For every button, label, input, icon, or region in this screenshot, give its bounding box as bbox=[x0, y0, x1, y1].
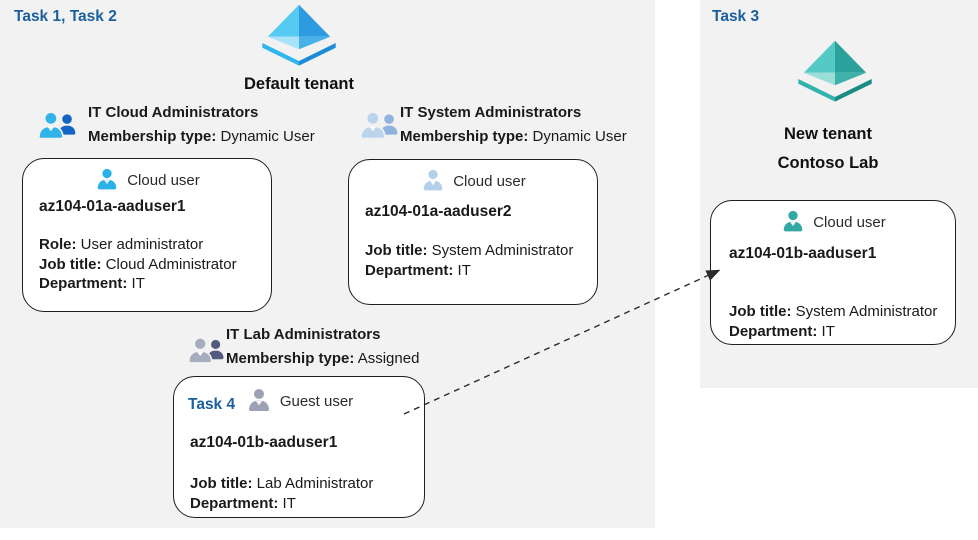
field-label: Department: bbox=[39, 275, 128, 292]
group-membership-system-admins: Membership type: Dynamic User bbox=[400, 128, 627, 145]
field-value: IT bbox=[131, 275, 145, 292]
user-card-new-tenant-aaduser1: Cloud user az104-01b-aaduser1 Job title:… bbox=[710, 200, 956, 345]
user-name: az104-01a-aaduser1 bbox=[39, 198, 186, 215]
task-4-label: Task 4 bbox=[188, 396, 236, 413]
new-tenant-label-line1: New tenant bbox=[783, 125, 872, 143]
user-name: az104-01a-aaduser2 bbox=[365, 203, 512, 220]
group-membership-lab-admins: Membership type: Assigned bbox=[226, 350, 419, 367]
user-type-label: Cloud user bbox=[127, 171, 200, 189]
task-1-2-label: Task 1, Task 2 bbox=[14, 8, 117, 25]
membership-value: Assigned bbox=[357, 350, 420, 367]
field-label: Department: bbox=[365, 261, 454, 279]
users-group-icon-cloud bbox=[38, 111, 76, 140]
group-name-system-admins: IT System Administrators bbox=[400, 104, 582, 121]
field-value: Cloud Administrator bbox=[105, 255, 237, 273]
cloud-user-icon bbox=[783, 210, 803, 232]
field-department: Department: IT bbox=[365, 261, 573, 281]
field-label: Job title: bbox=[729, 303, 792, 320]
field-job-title: Job title: System Administrator bbox=[365, 241, 573, 261]
field-label: Job title: bbox=[190, 475, 253, 492]
field-value: IT bbox=[821, 322, 835, 340]
membership-value: Dynamic User bbox=[220, 128, 315, 145]
user-name: az104-01b-aaduser1 bbox=[190, 434, 338, 451]
field-value: User administrator bbox=[80, 236, 204, 253]
user-type-label: Cloud user bbox=[453, 172, 526, 190]
membership-value: Dynamic User bbox=[532, 128, 627, 145]
field-value: IT bbox=[457, 261, 471, 279]
user-fields: Job title: System Administrator Departme… bbox=[365, 241, 573, 280]
user-fields: Role: User administrator Job title: Clou… bbox=[39, 235, 237, 294]
users-group-icon-lab bbox=[187, 336, 224, 364]
card-header: Cloud user bbox=[23, 167, 271, 193]
field-value: Lab Administrator bbox=[256, 475, 374, 492]
field-role: Role: User administrator bbox=[39, 235, 237, 255]
default-tenant-panel: Task 1, Task 2 Default tenant IT Cloud A… bbox=[0, 0, 655, 528]
cloud-user-icon bbox=[423, 169, 443, 191]
user-name: az104-01b-aaduser1 bbox=[729, 245, 877, 262]
field-label: Job title: bbox=[39, 255, 102, 273]
task-3-label: Task 3 bbox=[712, 8, 760, 25]
user-card-aaduser2: Cloud user az104-01a-aaduser2 Job title:… bbox=[348, 159, 598, 305]
field-label: Job title: bbox=[365, 242, 428, 259]
cloud-user-icon bbox=[97, 168, 117, 190]
user-fields: Job title: Lab Administrator Department:… bbox=[190, 474, 373, 513]
field-department: Department: IT bbox=[190, 494, 373, 514]
card-header: Guest user bbox=[174, 387, 424, 415]
field-label: Role: bbox=[39, 236, 77, 253]
field-department: Department: IT bbox=[39, 274, 237, 294]
azure-tenant-icon-teal bbox=[798, 40, 872, 102]
default-tenant-label: Default tenant bbox=[243, 75, 354, 93]
user-type-label: Cloud user bbox=[813, 213, 886, 231]
field-label: Department: bbox=[190, 494, 279, 512]
field-value: IT bbox=[282, 494, 296, 512]
card-header: Cloud user bbox=[349, 168, 597, 194]
user-type-label: Guest user bbox=[279, 392, 354, 410]
new-tenant-label-line2: Contoso Lab bbox=[777, 154, 879, 172]
field-value: System Administrator bbox=[795, 303, 938, 320]
group-membership-cloud-admins: Membership type: Dynamic User bbox=[88, 128, 315, 145]
field-job-title: Job title: Cloud Administrator bbox=[39, 255, 237, 275]
field-job-title: Job title: Lab Administrator bbox=[190, 474, 373, 494]
field-job-title: Job title: System Administrator bbox=[729, 302, 937, 322]
field-value: System Administrator bbox=[431, 242, 574, 259]
users-group-icon-system bbox=[360, 111, 398, 140]
membership-label: Membership type: bbox=[226, 350, 355, 367]
user-card-aaduser1: Cloud user az104-01a-aaduser1 Role: User… bbox=[22, 158, 272, 312]
field-department: Department: IT bbox=[729, 322, 937, 342]
group-name-lab-admins: IT Lab Administrators bbox=[226, 326, 381, 343]
guest-user-icon bbox=[248, 388, 269, 412]
group-name-cloud-admins: IT Cloud Administrators bbox=[88, 104, 259, 121]
field-label: Department: bbox=[729, 322, 818, 340]
card-header: Cloud user bbox=[711, 209, 955, 235]
guest-user-card-aaduser1: Task 4 Guest user az104-01b-aaduser1 Job… bbox=[173, 376, 425, 518]
user-fields: Job title: System Administrator Departme… bbox=[729, 302, 937, 341]
new-tenant-label: New tenant Contoso Lab bbox=[723, 120, 933, 178]
membership-label: Membership type: bbox=[88, 128, 217, 145]
membership-label: Membership type: bbox=[400, 128, 529, 145]
azure-tenant-icon-blue bbox=[262, 4, 336, 66]
